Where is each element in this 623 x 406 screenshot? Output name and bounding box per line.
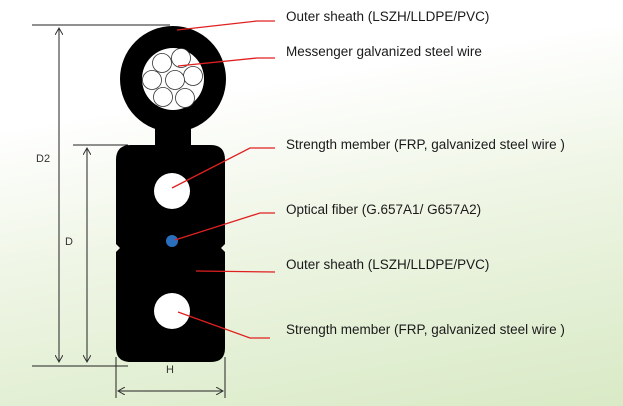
- dimension-d2-label: D2: [36, 153, 51, 165]
- label-outer-sheath-top: Outer sheath (LSZH/LLDPE/PVC): [286, 9, 490, 24]
- dimension-d-label: D: [65, 236, 73, 248]
- cable-body: [116, 26, 226, 362]
- label-messenger: Messenger galvanized steel wire: [286, 44, 482, 59]
- optical-fiber-dot: [166, 235, 178, 247]
- label-outer-sheath-mid: Outer sheath (LSZH/LLDPE/PVC): [286, 257, 490, 272]
- label-strength-bottom: Strength member (FRP, galvanized steel w…: [286, 322, 565, 337]
- dimension-lines: [32, 24, 226, 398]
- strength-member-top: [154, 173, 190, 209]
- strength-member-bottom: [154, 293, 190, 329]
- label-strength-top: Strength member (FRP, galvanized steel w…: [286, 137, 565, 152]
- dimension-h-label: H: [166, 364, 174, 376]
- leader-lines: [171, 20, 276, 339]
- label-optical-fiber: Optical fiber (G.657A1/ G657A2): [286, 202, 482, 217]
- steel-strands: [142, 48, 203, 108]
